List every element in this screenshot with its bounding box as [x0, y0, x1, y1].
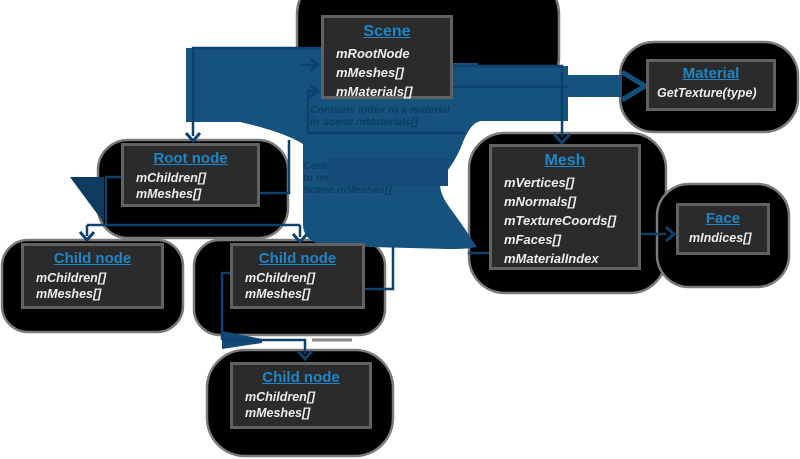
- arrowheads: [78, 57, 677, 362]
- material-box: Material GetTexture(type): [646, 59, 776, 111]
- child-node-bottom-member: mMeshes[]: [245, 406, 311, 420]
- material-arrowhead: [620, 69, 650, 103]
- flow-blob: [186, 48, 622, 249]
- mesh-member: mVertices[]: [504, 175, 575, 190]
- mesh-member: mTextureCoords[]: [504, 213, 617, 228]
- root-node-box-title: Root node: [153, 150, 228, 167]
- scene-box-title: Scene: [363, 23, 411, 40]
- face-box-title: Face: [705, 210, 741, 227]
- wedge-artifact-left: [70, 177, 104, 223]
- root-node-box: Root node mChildren[] mMeshes[]: [121, 143, 260, 207]
- material-note-line2: in Scene.mMaterials[]: [310, 116, 418, 128]
- child-node-mid-member: mChildren[]: [245, 271, 316, 285]
- root-node-member: mChildren[]: [136, 171, 207, 185]
- face-member: mIndices[]: [689, 231, 752, 245]
- mesh-box: Mesh mVertices[] mNormals[] mTextureCoor…: [489, 144, 641, 270]
- material-box-title: Material: [682, 65, 740, 82]
- material-member: GetTexture(type): [657, 86, 757, 100]
- root-node-member: mMeshes[]: [136, 187, 202, 201]
- scene-member: mMaterials[]: [336, 84, 413, 99]
- mesh-member: mNormals[]: [504, 194, 577, 209]
- material-note-line1: Contains index to a material: [310, 104, 451, 116]
- child-node-bottom-title: Child node: [262, 369, 340, 386]
- mesh-note-line3: Scene.mMeshes[]: [303, 184, 392, 196]
- child-node-left-member: mChildren[]: [36, 271, 107, 285]
- face-box: Face mIndices[]: [676, 203, 770, 255]
- child-node-left-member: mMeshes[]: [36, 287, 102, 301]
- scene-member: mRootNode: [336, 46, 410, 61]
- child-node-mid-member: mMeshes[]: [245, 287, 311, 301]
- child-node-bottom-box: Child node mChildren[] mMeshes[]: [230, 362, 372, 429]
- mesh-member: mMaterialIndex: [504, 251, 599, 266]
- scene-box: Scene mRootNode mMeshes[] mMaterials[]: [321, 15, 453, 99]
- connector-lines: [85, 46, 666, 354]
- child-node-left-title: Child node: [53, 250, 132, 267]
- blue-rect-artifact: [328, 158, 448, 186]
- child-node-mid-box: Child node mChildren[] mMeshes[]: [230, 243, 365, 309]
- scene-member: mMeshes[]: [336, 65, 404, 80]
- material-note: Contains index to a material in Scene.mM…: [310, 104, 450, 128]
- mesh-member: mFaces[]: [504, 232, 562, 247]
- child-node-mid-title: Child node: [258, 250, 337, 267]
- child-node-left-box: Child node mChildren[] mMeshes[]: [21, 243, 164, 309]
- mesh-box-title: Mesh: [544, 152, 586, 169]
- child-node-bottom-member: mChildren[]: [245, 390, 316, 404]
